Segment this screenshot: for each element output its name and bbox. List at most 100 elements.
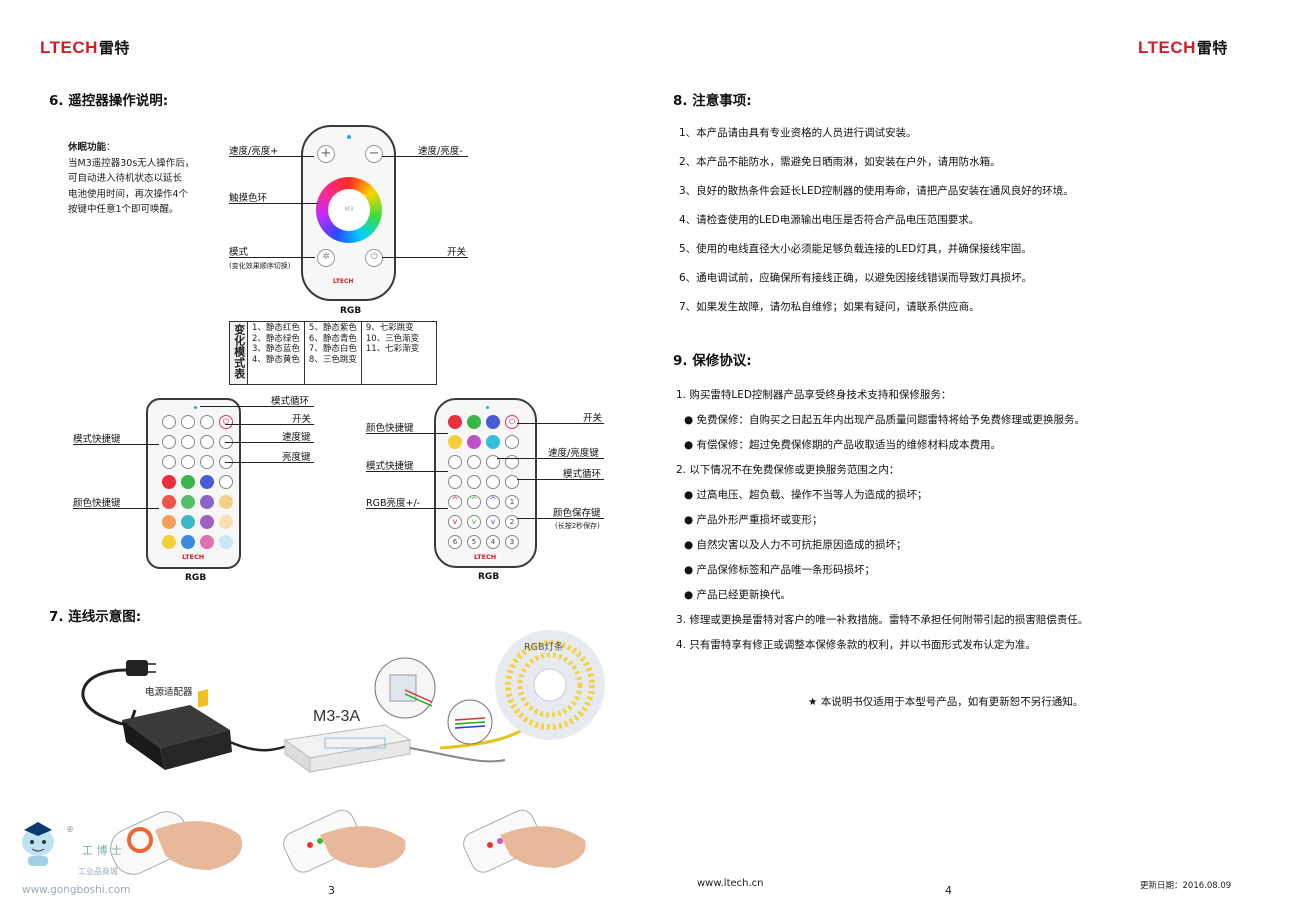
color-key-blue[interactable]	[200, 475, 214, 489]
color-key[interactable]	[200, 535, 214, 549]
red-up-key[interactable]: ^	[448, 495, 462, 509]
save-key-3[interactable]: 3	[505, 535, 519, 549]
warranty-item: 2. 以下情况不在免费保修或更换服务范围之内：	[676, 464, 900, 476]
save-key-4[interactable]: 4	[486, 535, 500, 549]
color-key[interactable]	[219, 495, 233, 509]
color-key[interactable]	[200, 515, 214, 529]
sleep-title: 休眠功能	[68, 142, 107, 153]
label-power: 开关	[583, 413, 603, 424]
remote-2-caption: RGB	[478, 572, 500, 582]
save-key-5[interactable]: 5	[467, 535, 481, 549]
mode-key[interactable]	[467, 455, 481, 469]
mode-key[interactable]	[181, 415, 195, 429]
label-rgb-strip: RGB灯条	[524, 642, 564, 653]
brightness-key[interactable]	[200, 455, 214, 469]
warranty-item: ● 过高电压、超负载、操作不当等人为造成的损坏；	[684, 489, 928, 501]
color-key-red[interactable]	[448, 415, 462, 429]
color-key[interactable]	[181, 515, 195, 529]
speed-brightness-key[interactable]	[486, 455, 500, 469]
led-strip-reel-icon	[495, 630, 605, 740]
effect-col-3: 9、七彩跳变 10、三色渐变 11、七彩渐变	[360, 321, 437, 385]
leader-line	[517, 479, 604, 480]
touch-color-ring[interactable]: M3	[316, 177, 382, 243]
mode-key[interactable]	[448, 475, 462, 489]
mode-key[interactable]	[181, 435, 195, 449]
color-key-green[interactable]	[467, 415, 481, 429]
mode-key[interactable]	[162, 455, 176, 469]
label-power: 开关	[447, 247, 467, 258]
speed-minus-button[interactable]: −	[365, 145, 383, 163]
color-key[interactable]	[467, 435, 481, 449]
warranty-item: ● 免费保修：自购买之日起五年内出现产品质量问题雷特将给予免费修理或更换服务。	[684, 414, 1085, 426]
label-controller: M3-3A	[313, 708, 361, 725]
footer-url: www.ltech.cn	[697, 878, 764, 889]
right-logo: LTECH雷特	[1138, 38, 1228, 57]
leader-line	[497, 458, 604, 459]
color-key[interactable]	[181, 495, 195, 509]
color-key-blue[interactable]	[486, 415, 500, 429]
color-key-red[interactable]	[162, 475, 176, 489]
mode-key[interactable]	[486, 475, 500, 489]
speed-key[interactable]	[200, 435, 214, 449]
color-key[interactable]	[219, 515, 233, 529]
mode-key[interactable]	[467, 475, 481, 489]
leader-line	[229, 203, 318, 204]
mode-key[interactable]	[162, 435, 176, 449]
speed-plus-button[interactable]: +	[317, 145, 335, 163]
label-speed-plus: 速度/亮度+	[229, 146, 279, 157]
label-color-save: 颜色保存键	[553, 508, 601, 519]
color-key[interactable]	[181, 535, 195, 549]
mode-cycle-key[interactable]	[505, 475, 519, 489]
leader-line	[200, 406, 314, 407]
save-key-6[interactable]: 6	[448, 535, 462, 549]
sleep-line: 可自动进入待机状态以延长	[68, 173, 183, 184]
power-key[interactable]: ⏻	[505, 415, 519, 429]
page-number-left: 3	[328, 884, 335, 897]
mode-key[interactable]	[162, 415, 176, 429]
green-up-key[interactable]: ^	[467, 495, 481, 509]
color-key[interactable]	[486, 435, 500, 449]
label-color-save-sub: (长按2秒保存)	[555, 522, 600, 530]
color-key[interactable]	[162, 515, 176, 529]
section-8-title: 8. 注意事项:	[673, 93, 752, 109]
blue-down-key[interactable]: v	[486, 515, 500, 529]
power-button[interactable]: ⏻	[365, 249, 383, 267]
effect-col-2: 5、静态紫色 6、静态青色 7、静态白色 8、三色跳变	[303, 321, 362, 385]
label-power-adapter: 电源适配器	[145, 687, 193, 698]
effect-col-1: 1、静态红色 2、静态绿色 3、静态蓝色 4、静态黄色	[247, 321, 305, 385]
color-key[interactable]	[219, 535, 233, 549]
leader-line	[225, 424, 314, 425]
leader-line	[382, 257, 468, 258]
color-key[interactable]	[162, 535, 176, 549]
mode-key[interactable]	[181, 455, 195, 469]
blue-up-key[interactable]: ^	[486, 495, 500, 509]
sleep-line: 电池使用时间，再次操作4个	[68, 188, 189, 200]
color-key-green[interactable]	[181, 475, 195, 489]
indicator-led	[486, 406, 489, 409]
color-key[interactable]	[200, 495, 214, 509]
section-9-title: 9. 保修协议:	[673, 353, 752, 369]
color-key-white[interactable]	[505, 435, 519, 449]
key-row-4	[162, 475, 233, 489]
save-key-2[interactable]: 2	[505, 515, 519, 529]
label-mode-quick: 模式快捷键	[73, 434, 121, 445]
key-row-5: ^ ^ ^ 1	[448, 495, 519, 509]
label-touch-ring: 触摸色环	[229, 193, 268, 204]
red-down-key[interactable]: v	[448, 515, 462, 529]
power-key[interactable]: ⏻	[219, 415, 233, 429]
label-mode-sub: (变化效果顺序切换)	[229, 262, 291, 270]
remote-1: ⏻ LTECH	[146, 398, 241, 569]
precautions-list: 1、本产品请由具有专业资格的人员进行调试安装。 2、本产品不能防水，需避免日晒雨…	[679, 125, 1074, 328]
save-key-1[interactable]: 1	[505, 495, 519, 509]
leader-line	[73, 444, 159, 445]
color-key-white[interactable]	[219, 475, 233, 489]
color-key[interactable]	[162, 495, 176, 509]
mode-key[interactable]	[200, 415, 214, 429]
label-color-quick: 颜色快捷键	[366, 423, 414, 434]
hand-with-remote-icon	[283, 809, 406, 873]
green-down-key[interactable]: v	[467, 515, 481, 529]
label-mode: 模式	[229, 247, 249, 258]
mode-button[interactable]: ✲	[317, 249, 335, 267]
mode-key[interactable]	[448, 455, 462, 469]
color-key[interactable]	[448, 435, 462, 449]
